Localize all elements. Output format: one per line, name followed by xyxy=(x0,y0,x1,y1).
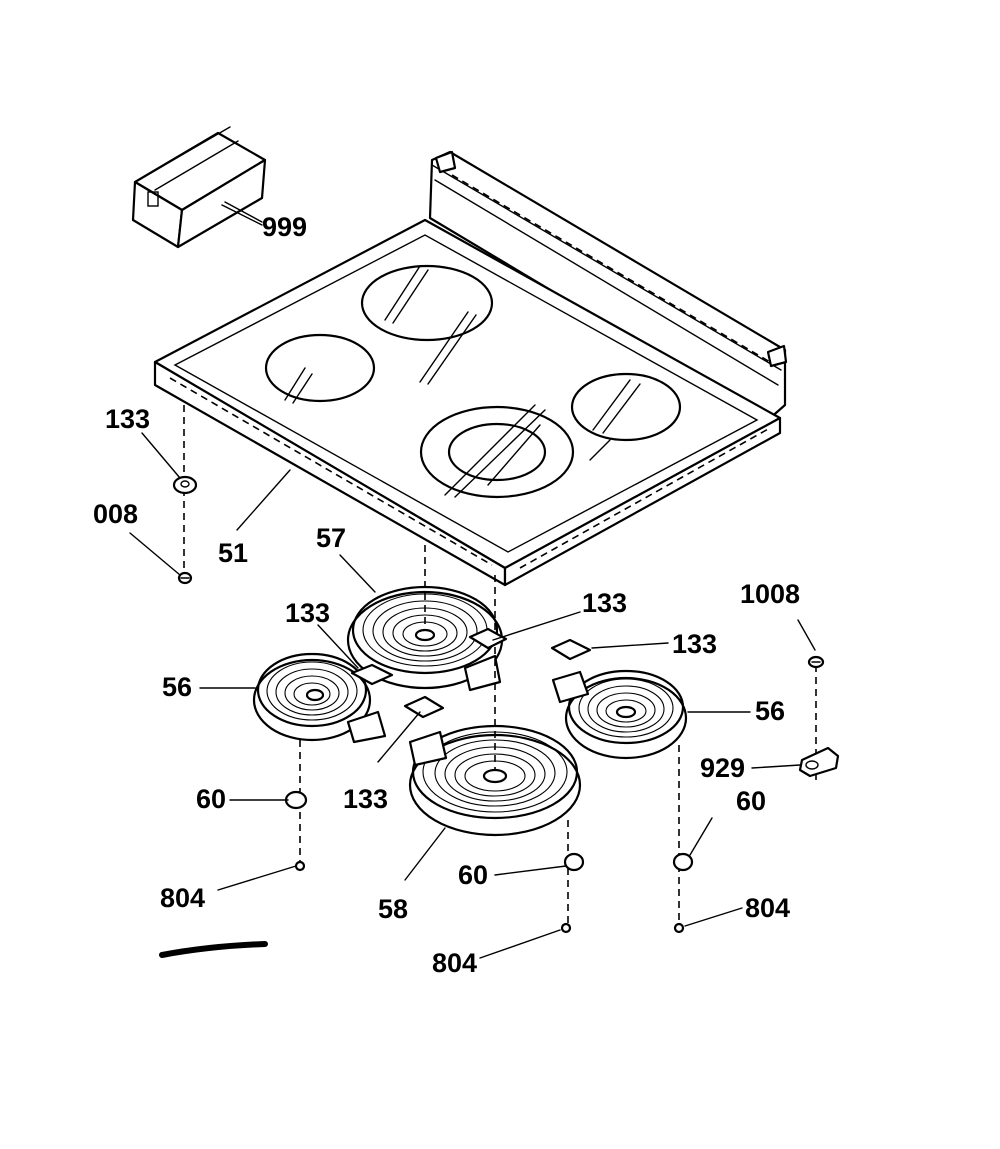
callout-60-left: 60 xyxy=(196,784,226,814)
screw-icon xyxy=(177,571,193,585)
callout-804-left: 804 xyxy=(160,883,205,913)
callout-133-clip: 133 xyxy=(105,404,150,434)
callout-57: 57 xyxy=(316,523,346,553)
callout-60-center: 60 xyxy=(458,860,488,890)
callout-56-right: 56 xyxy=(755,696,785,726)
clip-nut-icon xyxy=(172,475,198,495)
surface-element-56-left xyxy=(252,652,387,744)
leader-lines xyxy=(129,204,816,959)
screw-icon xyxy=(294,860,685,934)
callout-60-right: 60 xyxy=(736,786,766,816)
callout-008: 008 xyxy=(93,499,138,529)
callout-999: 999 xyxy=(262,212,307,242)
callout-929: 929 xyxy=(700,753,745,783)
callout-1008: 1008 xyxy=(740,579,800,609)
callout-56-left: 56 xyxy=(162,672,192,702)
nut-icon xyxy=(284,790,694,872)
pen-scribble-mark xyxy=(159,941,268,958)
callout-804-right: 804 xyxy=(745,893,790,923)
surface-element-56-right xyxy=(551,669,688,760)
callout-133-pad-right: 133 xyxy=(672,629,717,659)
bracket-icon xyxy=(798,746,840,778)
callout-804-center: 804 xyxy=(432,948,477,978)
callout-133-pad-center: 133 xyxy=(582,588,627,618)
callout-133-pad-left: 133 xyxy=(285,598,330,628)
insulation-pad-icon xyxy=(350,627,592,719)
callout-51: 51 xyxy=(218,538,248,568)
screw-icon xyxy=(807,655,825,669)
replacement-part-box-icon xyxy=(131,126,267,249)
glass-cooktop-icon xyxy=(153,150,788,587)
surface-element-58 xyxy=(408,724,582,837)
callout-133-pad-front: 133 xyxy=(343,784,388,814)
callout-58: 58 xyxy=(378,894,408,924)
